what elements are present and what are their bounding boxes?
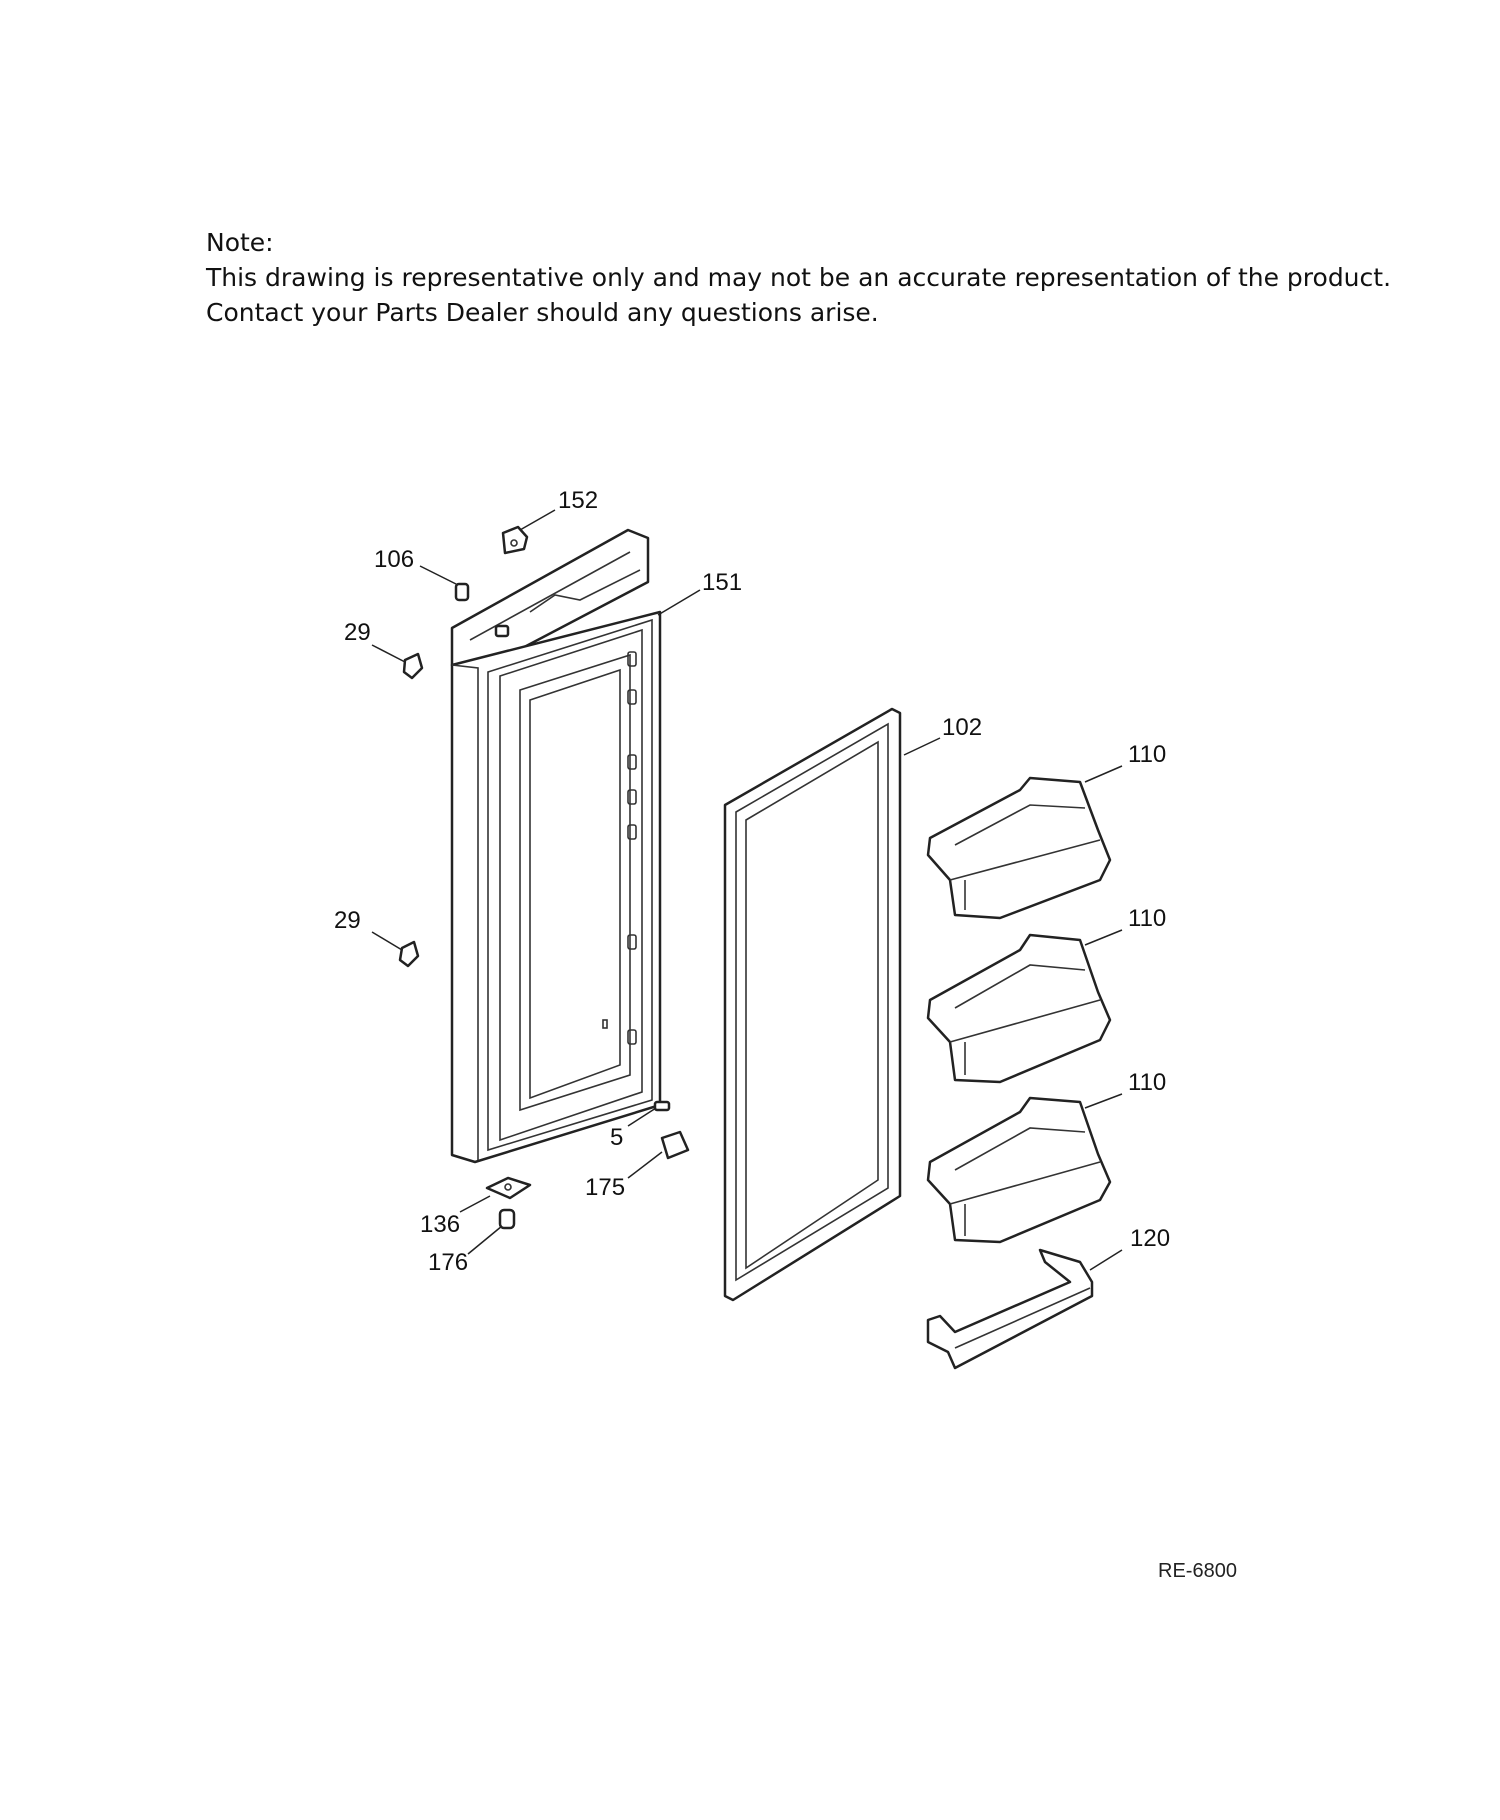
callout-175: 175 [585, 1174, 625, 1201]
callout-102: 102 [942, 714, 982, 741]
part-152-hinge-cover [501, 525, 529, 555]
part-29-hinge-upper [402, 652, 424, 680]
note-line-1: This drawing is representative only and … [206, 263, 1392, 292]
part-102-door-gasket [723, 707, 902, 1302]
callout-5: 5 [610, 1124, 623, 1151]
part-110-door-bin-3 [926, 1096, 1112, 1244]
part-136-hinge-plate [485, 1176, 532, 1200]
note-line-2: Contact your Parts Dealer should any que… [206, 298, 879, 327]
callout-106: 106 [374, 546, 414, 573]
part-29-hinge-lower [398, 940, 420, 968]
part-5-clip [653, 1100, 671, 1112]
part-176-hinge-pin [498, 1208, 516, 1230]
callout-120: 120 [1130, 1225, 1170, 1252]
part-120-door-shelf [926, 1248, 1094, 1370]
part-175-bracket [660, 1130, 690, 1160]
callout-110-top: 110 [1128, 741, 1166, 768]
drawing-reference-code: RE-6800 [1158, 1560, 1237, 1582]
callout-110-middle: 110 [1128, 905, 1166, 932]
disclaimer-note: Note: This drawing is representative onl… [206, 225, 1406, 330]
note-heading: Note: [206, 228, 274, 257]
callout-110-bottom: 110 [1128, 1069, 1166, 1096]
callout-176: 176 [428, 1249, 468, 1276]
part-110-door-bin-1 [926, 776, 1112, 920]
callout-29-upper: 29 [344, 619, 371, 646]
part-106-plug [454, 582, 470, 602]
leader-lines [371, 509, 1123, 1271]
callout-29-lower: 29 [334, 907, 361, 934]
part-110-door-bin-2 [926, 933, 1112, 1084]
callout-151: 151 [702, 569, 742, 596]
callout-136: 136 [420, 1211, 460, 1238]
callout-152: 152 [558, 487, 598, 514]
door-assembly [450, 528, 662, 1164]
